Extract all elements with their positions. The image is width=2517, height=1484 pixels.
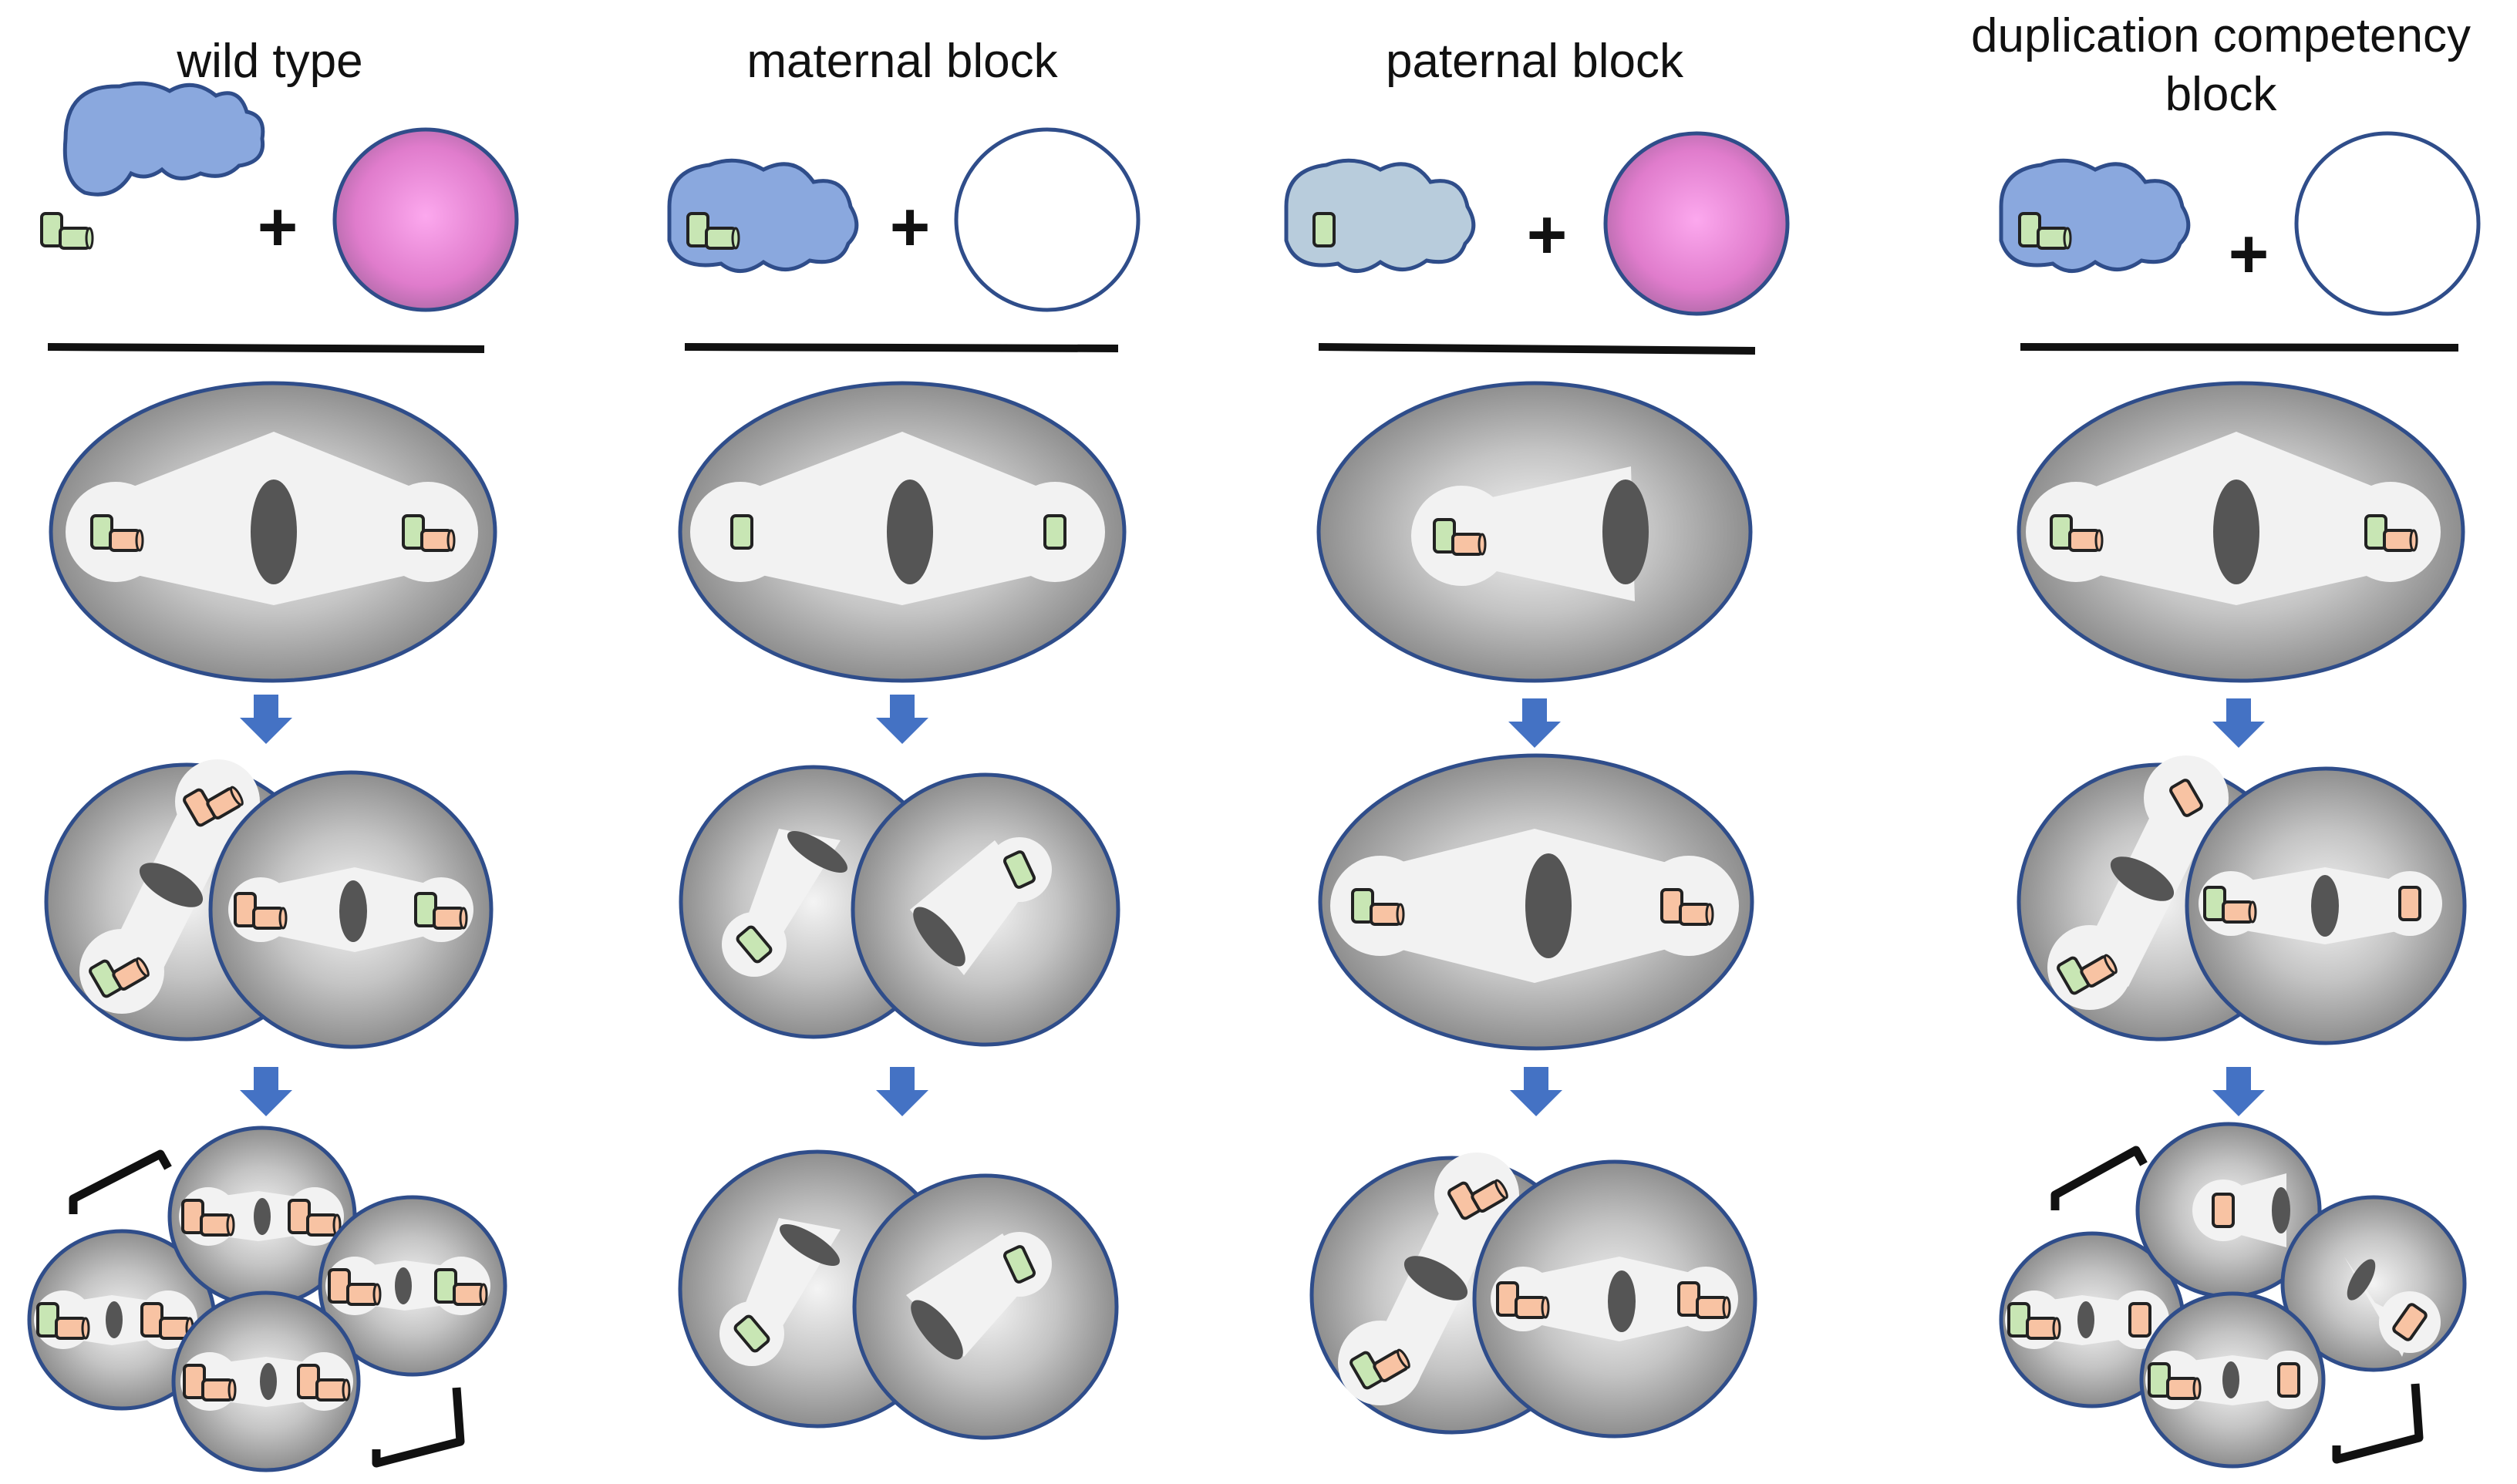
title-paternal-block: paternal block xyxy=(1385,35,1684,88)
spindle-icon xyxy=(887,480,933,584)
down-arrow-icon xyxy=(240,695,292,744)
centriole-icon xyxy=(730,514,753,550)
centriole-icon xyxy=(2212,1193,2235,1228)
plus-sign: + xyxy=(258,189,298,266)
plus-sign: + xyxy=(1527,197,1568,274)
centriole-icon xyxy=(40,212,94,250)
down-arrow-icon xyxy=(1510,1067,1562,1116)
centriole-icon xyxy=(2398,886,2421,921)
sperm-cell-icon xyxy=(62,81,265,197)
spindle-icon xyxy=(1525,853,1572,958)
spindle-icon xyxy=(251,480,297,584)
centriole-icon xyxy=(2277,1362,2300,1398)
zygote-cell xyxy=(678,381,1127,683)
spindle-icon xyxy=(913,907,965,967)
centriole-icon xyxy=(1043,514,1066,550)
spindle-icon xyxy=(139,863,204,907)
centriole-icon xyxy=(1312,212,1336,247)
title-duplication-competency: duplication competency xyxy=(1971,9,2471,62)
egg-cell-icon xyxy=(332,127,519,312)
egg-cell-icon xyxy=(1603,131,1790,316)
spindle-icon xyxy=(2213,480,2259,584)
down-arrow-icon xyxy=(240,1067,292,1116)
two-cell-embryo xyxy=(1309,1153,1757,1439)
egg-cell-icon xyxy=(954,127,1141,312)
zygote-cell xyxy=(2017,381,2465,683)
down-arrow-icon xyxy=(1508,698,1561,748)
plus-sign: + xyxy=(890,189,931,266)
down-arrow-icon xyxy=(2212,1067,2265,1116)
plus-sign: + xyxy=(2229,216,2269,293)
centriole-icon xyxy=(2128,1302,2151,1338)
zygote-cell xyxy=(1318,753,1754,1051)
title-duplication-competency-block: block xyxy=(2165,68,2277,121)
two-cell-embryo xyxy=(678,1149,1119,1440)
spindle-icon xyxy=(787,830,847,873)
two-cell-embryo xyxy=(679,765,1120,1047)
four-cell-embryo xyxy=(27,1126,507,1472)
zygote-cell xyxy=(49,381,497,683)
title-maternal-block: maternal block xyxy=(746,35,1058,88)
spindle-icon xyxy=(339,880,367,942)
two-cell-embryo xyxy=(44,759,494,1049)
down-arrow-icon xyxy=(876,1067,928,1116)
spindle-icon xyxy=(2311,875,2339,937)
spindle-icon xyxy=(2110,856,2175,901)
down-arrow-icon xyxy=(876,695,928,744)
title-wild-type: wild type xyxy=(177,35,363,88)
two-cell-embryo xyxy=(2017,755,2467,1045)
egg-cell-icon xyxy=(2294,131,2481,316)
four-cell-embryo xyxy=(1999,1122,2467,1469)
spindle-icon xyxy=(1602,480,1649,584)
zygote-cell xyxy=(1316,381,1753,683)
down-arrow-icon xyxy=(2212,698,2265,748)
